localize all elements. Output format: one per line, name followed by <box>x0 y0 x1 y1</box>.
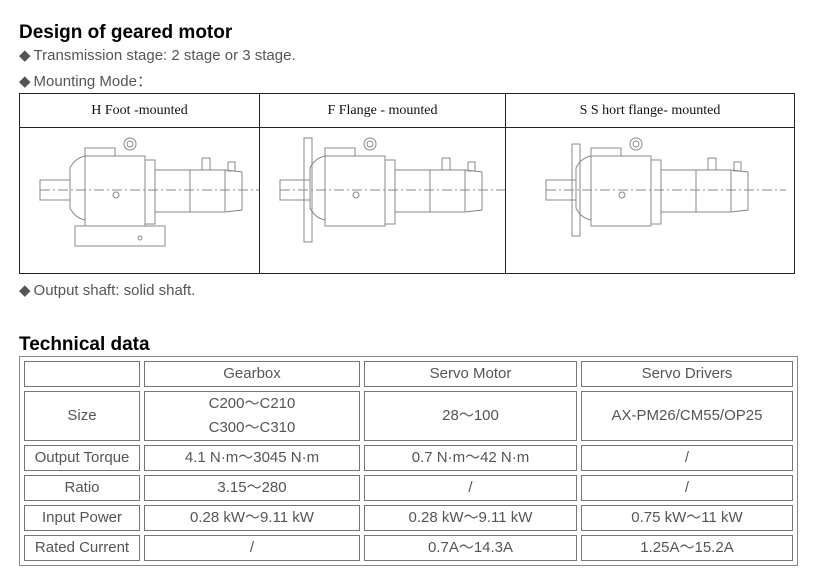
row-label: Ratio <box>24 475 140 501</box>
table-row: Input Power 0.28 kW～9.11 kW 0.28 kW～9.11… <box>24 505 793 531</box>
table-row: Ratio 3.15～280 / / <box>24 475 793 501</box>
gearbox-cell: 0.28 kW～9.11 kW <box>144 505 360 531</box>
mode-label-flange: F Flange - mounted <box>259 93 506 128</box>
row-label: Size <box>24 391 140 441</box>
driver-cell: AX-PM26/CM55/OP25 <box>581 391 793 441</box>
diamond-icon: ◆ <box>19 47 31 64</box>
motor-cell: 28～100 <box>364 391 577 441</box>
motor-cell: 0.7A～14.3A <box>364 535 577 561</box>
transmission-text: Transmission stage: 2 stage or 3 stage. <box>33 47 296 64</box>
transmission-bullet: ◆Transmission stage: 2 stage or 3 stage. <box>19 46 296 64</box>
header-gearbox: Gearbox <box>144 361 360 387</box>
table-header-row: Gearbox Servo Motor Servo Drivers <box>24 361 793 387</box>
header-empty <box>24 361 140 387</box>
gearbox-cell: / <box>144 535 360 561</box>
table-row: Output Torque 4.1 N·m～3045 N·m 0.7 N·m～4… <box>24 445 793 471</box>
driver-cell: 1.25A～15.2A <box>581 535 793 561</box>
design-title: Design of geared motor <box>19 22 233 43</box>
driver-cell: 0.75 kW～11 kW <box>581 505 793 531</box>
motor-cell: / <box>364 475 577 501</box>
header-servo-drivers: Servo Drivers <box>581 361 793 387</box>
row-label: Output Torque <box>24 445 140 471</box>
mounting-text: Mounting Mode： <box>33 73 152 90</box>
technical-data-table: Gearbox Servo Motor Servo Drivers Size C… <box>19 356 798 566</box>
gearbox-cell: 4.1 N·m～3045 N·m <box>144 445 360 471</box>
mode-label-short-flange: S S hort flange- mounted <box>505 93 795 128</box>
foot-mounted-drawing <box>19 127 281 274</box>
row-label: Input Power <box>24 505 140 531</box>
row-label: Rated Current <box>24 535 140 561</box>
flange-mounted-drawing <box>259 127 521 274</box>
gearbox-size-1: C200～C210 <box>208 395 296 412</box>
short-flange-mounted-drawing <box>505 127 795 274</box>
motor-cell: 0.7 N·m～42 N·m <box>364 445 577 471</box>
output-shaft-text: Output shaft: solid shaft. <box>33 282 196 299</box>
header-servo-motor: Servo Motor <box>364 361 577 387</box>
gearbox-cell: 3.15～280 <box>144 475 360 501</box>
mounting-bullet: ◆Mounting Mode： <box>19 70 152 91</box>
diamond-icon: ◆ <box>19 282 31 299</box>
mounting-mode-table: H Foot -mounted F Flange - mounted S S h… <box>19 93 795 274</box>
table-row: Rated Current / 0.7A～14.3A 1.25A～15.2A <box>24 535 793 561</box>
driver-cell: / <box>581 445 793 471</box>
output-shaft-bullet: ◆Output shaft: solid shaft. <box>19 281 195 299</box>
diamond-icon: ◆ <box>19 73 31 90</box>
driver-cell: / <box>581 475 793 501</box>
gearbox-size-2: C300～C310 <box>208 419 296 436</box>
technical-title: Technical data <box>19 334 150 355</box>
mode-label-foot: H Foot -mounted <box>19 93 260 128</box>
motor-cell: 0.28 kW～9.11 kW <box>364 505 577 531</box>
